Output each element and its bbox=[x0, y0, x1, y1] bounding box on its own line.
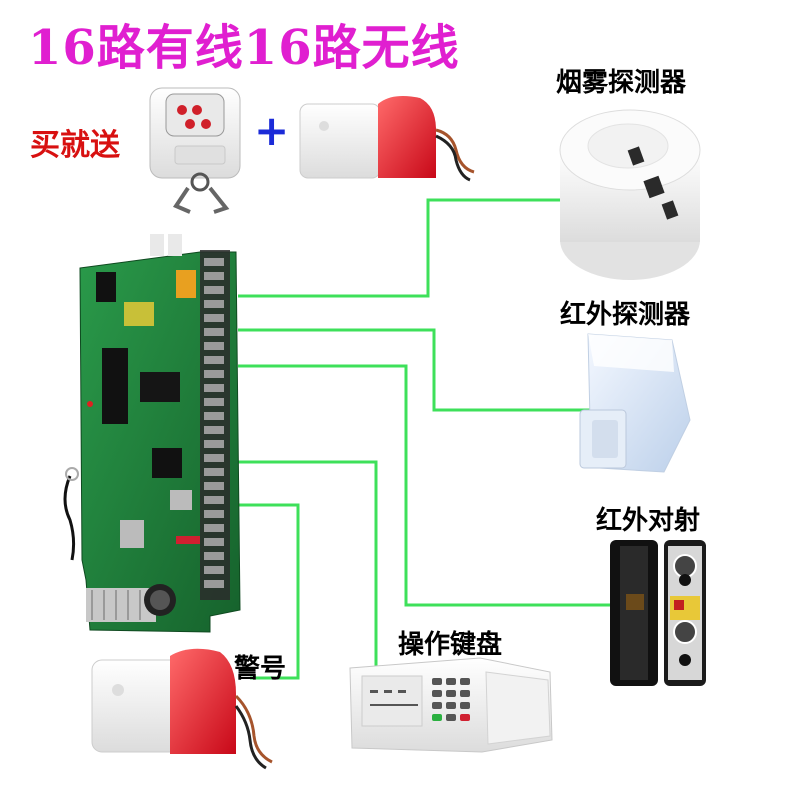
wire-siren bbox=[238, 503, 300, 680]
wire-keypad bbox=[238, 460, 378, 668]
wire-beam bbox=[238, 364, 620, 607]
siren-large bbox=[91, 648, 273, 770]
wire-smoke bbox=[238, 198, 565, 298]
siren-small bbox=[299, 96, 475, 182]
pir-detector-label: 红外探测器 bbox=[560, 300, 691, 330]
smoke-detector bbox=[559, 109, 701, 280]
remote-control bbox=[149, 87, 241, 214]
smoke-detector-label: 烟雾探测器 bbox=[556, 68, 687, 98]
keypad-label: 操作键盘 bbox=[398, 630, 503, 660]
wire-pir bbox=[238, 328, 610, 412]
plus-sign: + bbox=[254, 106, 290, 155]
promo-text: 买就送 bbox=[30, 128, 120, 163]
keypad-device bbox=[349, 657, 553, 753]
siren-label: 警号 bbox=[234, 654, 287, 684]
connection-wires bbox=[238, 198, 620, 680]
page-title: 16路有线16路无线 bbox=[28, 20, 460, 76]
control-board bbox=[63, 234, 241, 633]
beam-detector bbox=[610, 540, 706, 686]
pir-detector bbox=[579, 333, 691, 473]
beam-detector-label: 红外对射 bbox=[596, 506, 701, 536]
